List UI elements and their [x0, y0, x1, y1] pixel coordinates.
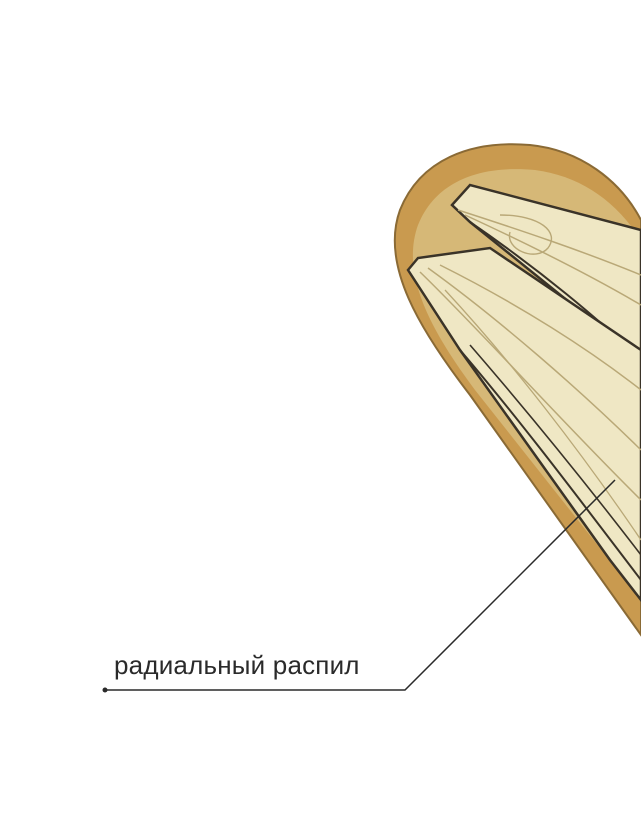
callout-label: радиальный распил [114, 650, 360, 680]
callout-leader-line [105, 479, 616, 691]
callout-dot [102, 687, 108, 693]
upper-board [450, 183, 641, 363]
callout: радиальный распил [102, 479, 616, 693]
